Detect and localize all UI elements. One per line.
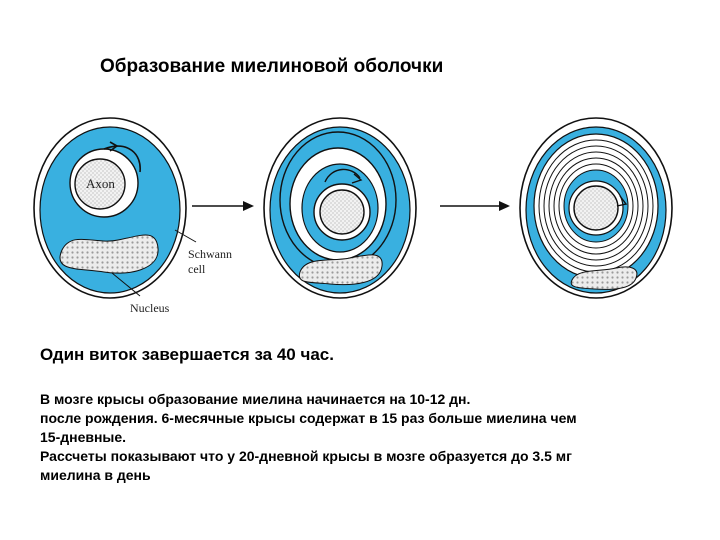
page-title: Образование миелиновой оболочки [100,56,444,77]
arrow-right-icon [440,201,510,211]
axon-label: Axon [86,176,115,191]
arrow-icon-stage-3 [616,195,628,207]
description-line: 15-дневные. [40,429,127,445]
stage-2-schwann-cell [263,117,417,299]
axon-stage-2 [319,189,365,235]
nucleus-stage-2 [298,254,383,286]
myelination-diagram: Axon Schwann cell Nucleus [0,100,720,330]
schwann-cell-label-line1: Schwann [188,247,232,261]
nucleus-stage-3 [570,266,638,290]
arrow-icon-stage-1 [109,141,119,152]
description-text: В мозге крысы образование миелина начина… [40,390,700,485]
arrow-icon-stage-2 [351,173,363,184]
description-line: после рождения. 6-месячные крысы содержа… [40,410,577,426]
axon-stage-3 [573,185,619,231]
description-line: миелина в день [40,467,151,483]
nucleus-label: Nucleus [130,301,170,315]
nucleus-stage-1 [59,234,159,274]
stage-3-schwann-cell [519,117,673,299]
description-line: В мозге крысы образование миелина начина… [40,391,471,407]
headline: Один виток завершается за 40 час. [40,345,334,364]
description-line: Рассчеты показывают что у 20-дневной кры… [40,448,572,464]
stage-1-schwann-cell [33,117,187,299]
schwann-cell-label-line2: cell [188,262,206,276]
axon-stage-1 [74,158,126,210]
arrow-right-icon [192,201,254,211]
